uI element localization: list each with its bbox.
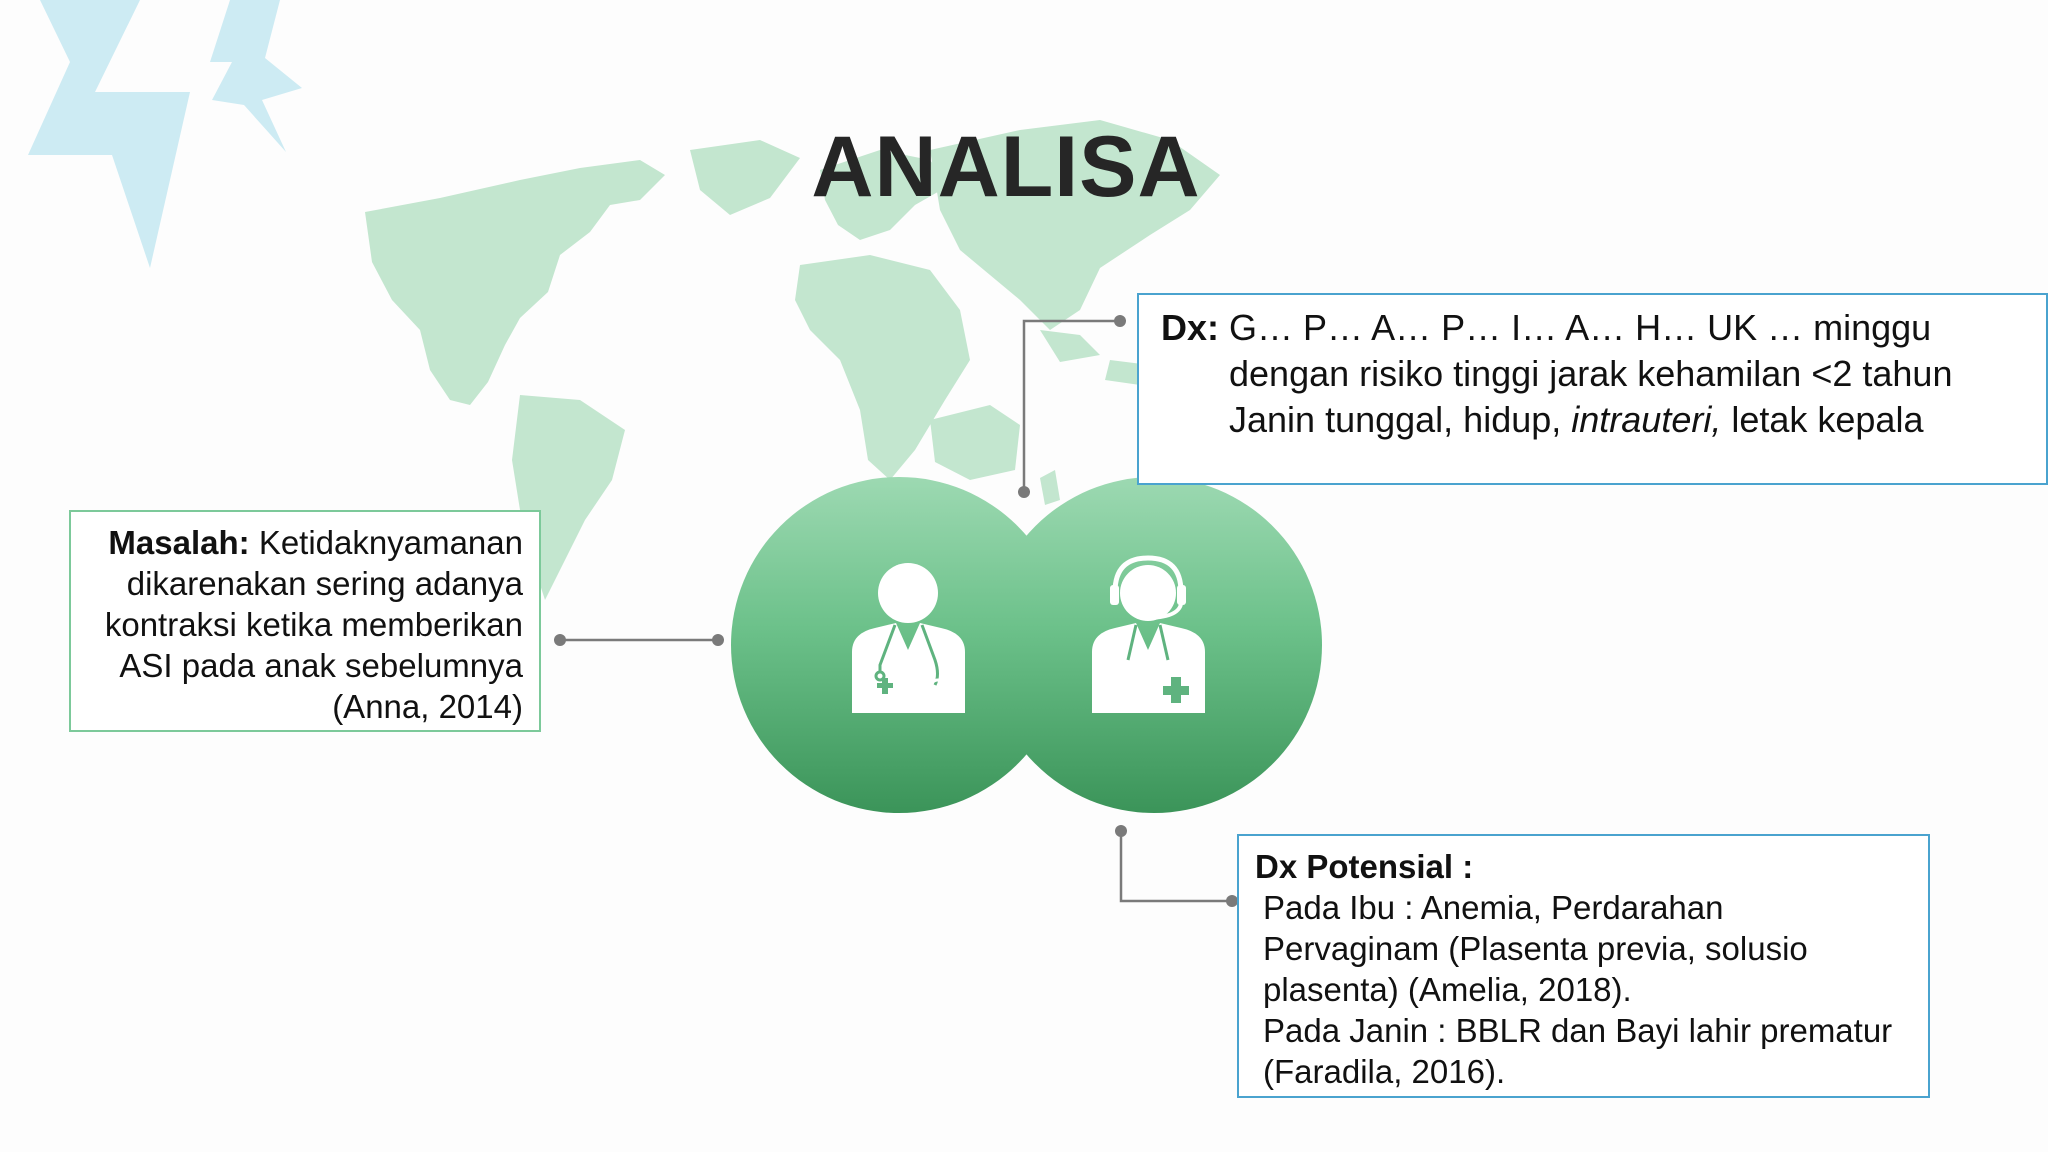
- dx-potensial-line-4: Pada Janin : BBLR dan Bayi lahir prematu…: [1263, 1012, 1893, 1049]
- masalah-line-1: Masalah: Ketidaknyamanan: [87, 522, 523, 563]
- doctor-headset-icon: [1092, 555, 1205, 713]
- masalah-line-3: kontraksi ketika memberikan: [104, 606, 523, 643]
- dx-potensial-line-5: (Faradila, 2016).: [1263, 1053, 1506, 1090]
- dx-text: G… P… A… P… I… A… H… UK … minggu: [1229, 307, 1932, 348]
- connector-potensial: [1119, 831, 1232, 903]
- dx-line-1: Dx: G… P… A… P… I… A… H… UK … minggu: [1161, 305, 2026, 351]
- dx-line-3: Janin tunggal, hidup, intrauteri, letak …: [1161, 397, 2026, 443]
- dx-line-3-italic: intrauteri,: [1571, 399, 1722, 440]
- connector-lines: [560, 319, 1232, 903]
- masalah-line-5: (Anna, 2014): [332, 688, 523, 725]
- page-title: ANALISA: [811, 119, 1201, 215]
- dx-label: Dx:: [1161, 307, 1220, 348]
- dx-box: Dx: G… P… A… P… I… A… H… UK … minggu den…: [1137, 293, 2048, 485]
- dx-line-3-part-a: Janin tunggal, hidup,: [1229, 399, 1572, 440]
- dx-potensial-line-3: plasenta) (Amelia, 2018).: [1263, 971, 1632, 1008]
- dx-potensial-line-2: Pervaginam (Plasenta previa, solusio: [1263, 930, 1808, 967]
- masalah-box: Masalah: Ketidaknyamanan dikarenakan ser…: [69, 510, 541, 732]
- connector-dot: [712, 634, 724, 646]
- masalah-label: Masalah:: [108, 524, 250, 561]
- lightning-bolt-icon: [28, 0, 302, 268]
- connector-dot: [1115, 825, 1127, 837]
- dx-potensial-label: Dx Potensial :: [1255, 848, 1474, 885]
- connector-dot: [1226, 895, 1238, 907]
- connector-dot: [1114, 315, 1126, 327]
- dx-line-2: dengan risiko tinggi jarak kehamilan <2 …: [1229, 353, 1953, 394]
- dx-line-3-part-b: letak kepala: [1721, 399, 1924, 440]
- connector-dot: [1018, 486, 1030, 498]
- masalah-line-4: ASI pada anak sebelumnya: [119, 647, 523, 684]
- dx-potensial-box: Dx Potensial : Pada Ibu : Anemia, Perdar…: [1237, 834, 1930, 1098]
- connector-dx: [1022, 319, 1120, 492]
- connector-dot: [554, 634, 566, 646]
- masalah-line-2: dikarenakan sering adanya: [126, 565, 523, 602]
- dx-potensial-line-1: Pada Ibu : Anemia, Perdarahan: [1263, 889, 1724, 926]
- masalah-text: Ketidaknyamanan: [258, 524, 523, 561]
- doctor-stethoscope-icon: [852, 563, 965, 713]
